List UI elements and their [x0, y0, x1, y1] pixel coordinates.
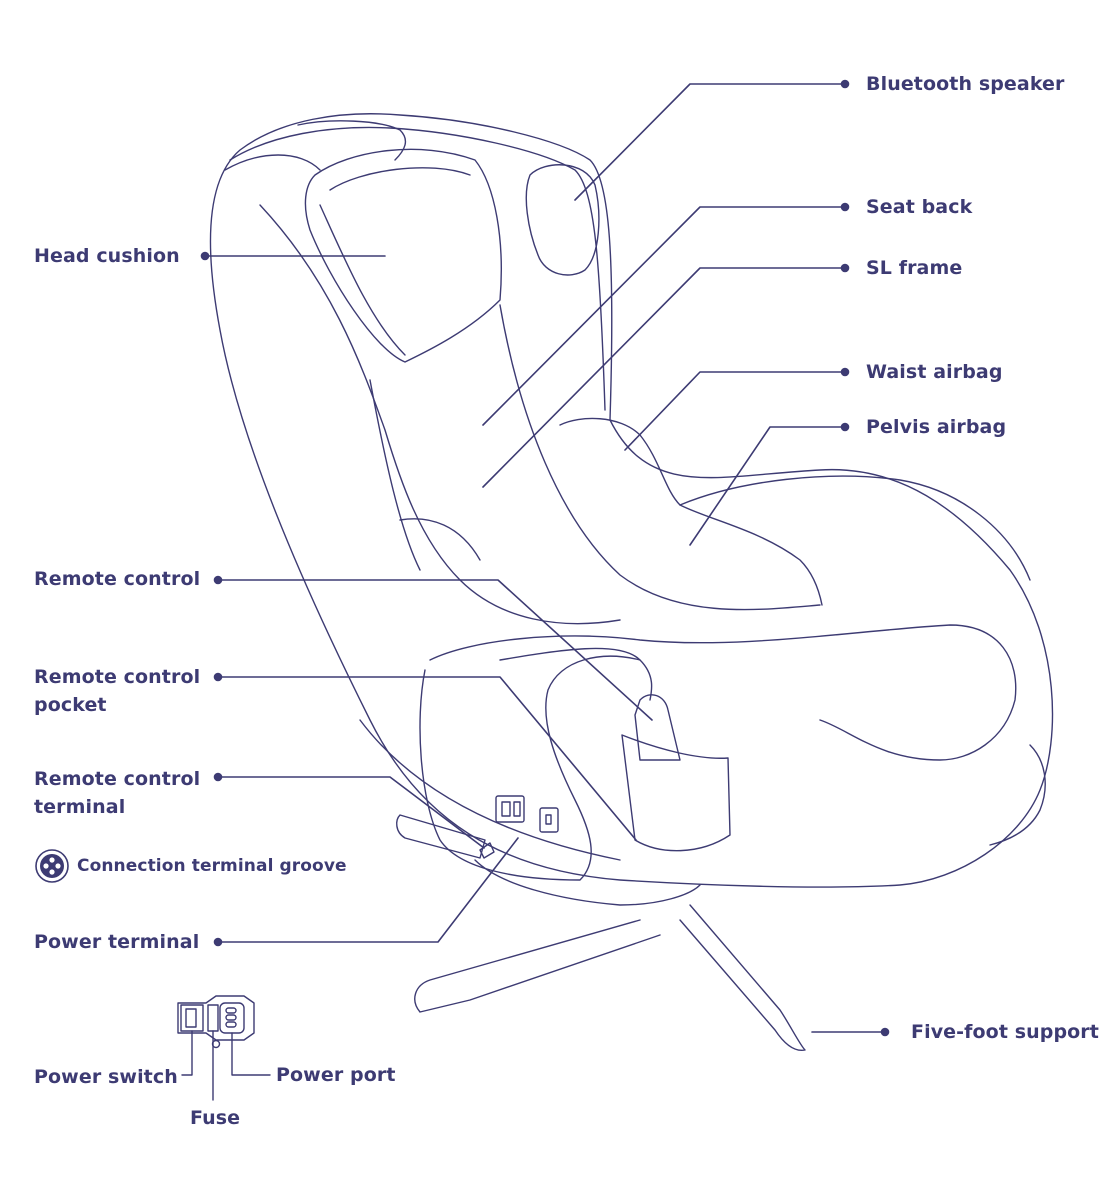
- remote-cord: [499, 647, 653, 701]
- head-top-pad: [224, 120, 407, 171]
- label-remote-control-pocket-2: pocket: [34, 694, 107, 716]
- chair-power-module: [495, 795, 525, 823]
- seat-back-curve-3: [369, 379, 481, 571]
- label-waist-airbag: Waist airbag: [866, 361, 1003, 383]
- chair-terminal: [539, 807, 559, 833]
- seat-back-curve-2: [259, 204, 621, 625]
- leader-power: [217, 837, 519, 943]
- label-power-switch: Power switch: [34, 1066, 178, 1088]
- label-pelvis-airbag: Pelvis airbag: [866, 416, 1007, 438]
- head-cushion-inner: [319, 167, 471, 356]
- leader-seat-back: [482, 206, 846, 426]
- leader-remote: [217, 579, 653, 721]
- leader-bluetooth: [574, 83, 846, 201]
- leader-lines: [200, 79, 890, 1037]
- terminal-plug: [479, 842, 495, 859]
- leader-terminal: [217, 776, 485, 849]
- leg-left-back: [396, 814, 486, 859]
- label-five-foot-support: Five-foot support: [911, 1021, 1099, 1043]
- connection-groove-icon: [35, 849, 69, 883]
- power-module-icon: [177, 995, 271, 1101]
- leader-power-switch: [181, 1030, 193, 1076]
- chair-inner-shell: [229, 126, 621, 861]
- base-cone: [474, 859, 701, 906]
- head-cushion-shape: [304, 148, 502, 363]
- leader-waist: [624, 371, 846, 451]
- chair-outer-shell: [209, 113, 1054, 888]
- label-remote-control-pocket-1: Remote control: [34, 666, 201, 688]
- pocket-shape: [621, 734, 731, 852]
- seat-front: [429, 624, 1017, 761]
- label-remote-control-terminal-2: terminal: [34, 796, 126, 818]
- waist-airbag-shape: [559, 417, 823, 606]
- label-remote-control: Remote control: [34, 568, 201, 590]
- label-connection-terminal-groove: Connection terminal groove: [77, 856, 347, 876]
- label-remote-control-terminal-1: Remote control: [34, 768, 201, 790]
- label-sl-frame: SL frame: [866, 257, 963, 279]
- leader-pocket: [217, 676, 637, 841]
- pelvis-airbag-shape: [679, 475, 1031, 581]
- remote-control-shape: [634, 694, 681, 761]
- label-power-port: Power port: [276, 1064, 396, 1086]
- leader-sl-frame: [482, 267, 846, 488]
- leader-pelvis: [689, 426, 846, 546]
- label-bluetooth-speaker: Bluetooth speaker: [866, 73, 1065, 95]
- speaker-shape: [525, 164, 600, 276]
- seat-back-curve-1: [499, 304, 821, 611]
- leg-left-front: [414, 919, 661, 1013]
- side-panel: [419, 655, 641, 881]
- label-fuse: Fuse: [190, 1107, 241, 1129]
- leg-right-front: [679, 904, 806, 1052]
- leg-right-back: [989, 744, 1046, 846]
- label-seat-back: Seat back: [866, 196, 973, 218]
- label-head-cushion: Head cushion: [34, 245, 180, 267]
- label-power-terminal: Power terminal: [34, 931, 200, 953]
- leader-power-port: [231, 1032, 271, 1076]
